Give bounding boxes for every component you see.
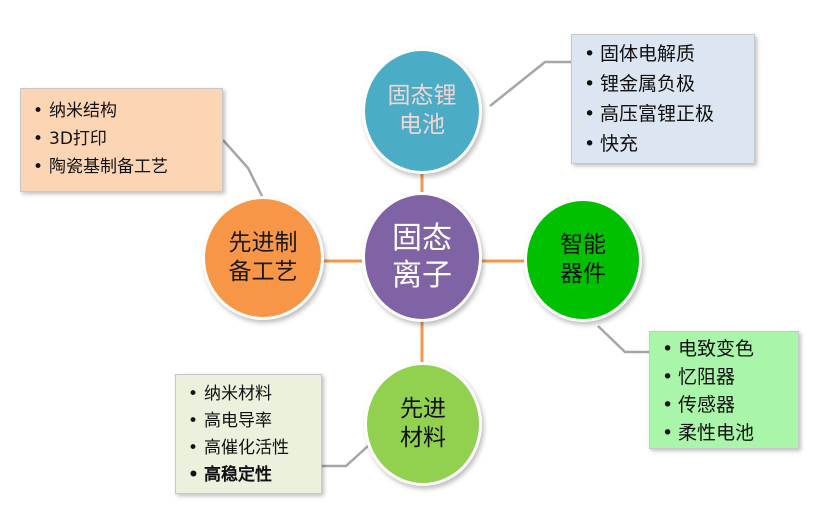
callout-left bbox=[222, 139, 268, 205]
node-center-solid-state-ionics: 固态 离子 bbox=[362, 192, 482, 322]
callout-top bbox=[489, 60, 571, 107]
detail-box-top: 固体电解质 锂金属负极 高压富锂正极 快充 bbox=[571, 34, 755, 164]
list-item: 忆阻器 bbox=[662, 363, 788, 391]
list-item: 固体电解质 bbox=[584, 39, 744, 69]
detail-box-left: 纳米结构 3D打印 陶瓷基制备工艺 bbox=[20, 88, 223, 192]
list-item: 锂金属负极 bbox=[584, 69, 744, 99]
node-bottom-label: 先进 材料 bbox=[400, 396, 446, 451]
node-advanced-materials: 先进 材料 bbox=[364, 362, 482, 486]
node-advanced-fabrication: 先进制 备工艺 bbox=[202, 196, 324, 320]
list-item: 快充 bbox=[584, 129, 744, 159]
node-smart-devices: 智能 器件 bbox=[524, 198, 642, 322]
detail-box-bottom: 纳米材料 高电导率 高催化活性 高稳定性 bbox=[175, 374, 322, 494]
callout-bottom bbox=[322, 445, 369, 468]
list-item: 3D打印 bbox=[33, 125, 212, 153]
list-item: 高催化活性 bbox=[188, 435, 311, 462]
node-top-label: 固态锂 电池 bbox=[387, 83, 457, 138]
callout-right bbox=[597, 325, 649, 354]
node-right-label: 智能 器件 bbox=[560, 232, 606, 287]
list-item: 柔性电池 bbox=[662, 419, 788, 447]
detail-box-right: 电致变色 忆阻器 传感器 柔性电池 bbox=[649, 331, 799, 449]
list-item: 纳米结构 bbox=[33, 97, 212, 125]
list-item: 陶瓷基制备工艺 bbox=[33, 153, 212, 181]
center-label: 固态 离子 bbox=[392, 220, 452, 294]
node-solid-state-lithium-battery: 固态锂 电池 bbox=[362, 48, 482, 174]
node-left-label: 先进制 备工艺 bbox=[228, 230, 298, 285]
list-item: 纳米材料 bbox=[188, 381, 311, 408]
list-item: 电致变色 bbox=[662, 335, 788, 363]
list-item: 高电导率 bbox=[188, 408, 311, 435]
list-item: 传感器 bbox=[662, 391, 788, 419]
list-item: 高稳定性 bbox=[188, 462, 311, 489]
list-item: 高压富锂正极 bbox=[584, 99, 744, 129]
